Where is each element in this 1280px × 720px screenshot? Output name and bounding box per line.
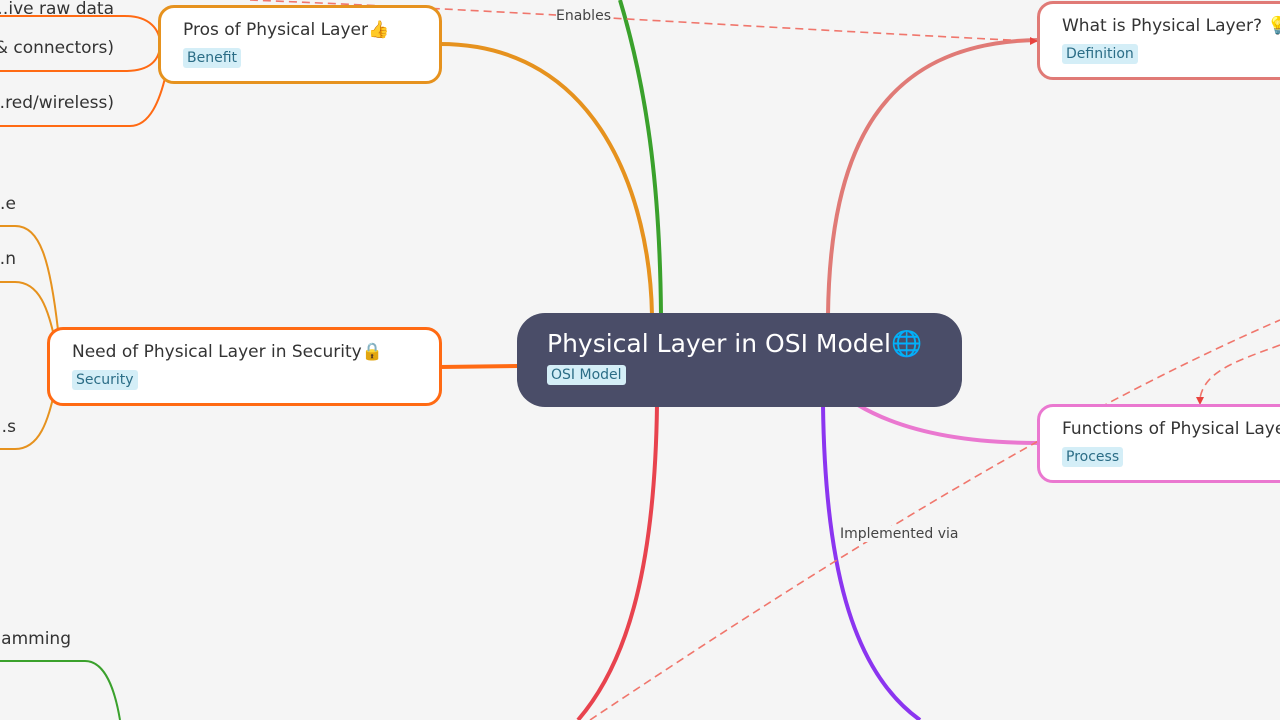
edge-label-enables: Enables (556, 8, 611, 24)
edge-green (618, 0, 663, 316)
edge-red (576, 404, 659, 720)
edge-purple (821, 404, 922, 720)
root-title: Physical Layer in OSI Model🌐 (547, 329, 923, 358)
node-title: Pros of Physical Layer👍 (183, 20, 390, 40)
leaf-node[interactable]: …amming (0, 629, 71, 649)
node-tag: Benefit (183, 48, 242, 68)
node-title: What is Physical Layer? 💡 (1062, 16, 1280, 36)
leaf-node[interactable]: …s (0, 417, 16, 437)
node-security[interactable]: Need of Physical Layer in Security🔒 Secu… (47, 327, 442, 406)
leaf-node[interactable]: …ive raw data (0, 0, 114, 19)
leaf-node[interactable]: …e (0, 194, 16, 214)
edge-definition (826, 38, 1039, 316)
node-functions[interactable]: Functions of Physical Layer Process (1037, 404, 1280, 483)
edge-pros (439, 42, 654, 316)
node-tag: Security (72, 370, 138, 390)
edge-security (439, 364, 519, 369)
leaf-node[interactable]: …n (0, 249, 16, 269)
node-tag: Process (1062, 447, 1124, 467)
edge-label-implemented-via: Implemented via (840, 526, 959, 542)
node-tag: Definition (1062, 44, 1138, 64)
node-definition[interactable]: What is Physical Layer? 💡 Definition (1037, 1, 1280, 80)
leaf-node[interactable]: …red/wireless) (0, 93, 114, 113)
root-tag: OSI Model (547, 365, 626, 385)
edge-functions (856, 403, 1039, 445)
node-pros[interactable]: Pros of Physical Layer👍 Benefit (158, 5, 442, 84)
root-node[interactable]: Physical Layer in OSI Model🌐 OSI Model (517, 313, 962, 407)
node-title: Need of Physical Layer in Security🔒 (72, 342, 383, 362)
leaf-node[interactable]: …& connectors) (0, 38, 114, 58)
node-title: Functions of Physical Layer (1062, 419, 1280, 439)
